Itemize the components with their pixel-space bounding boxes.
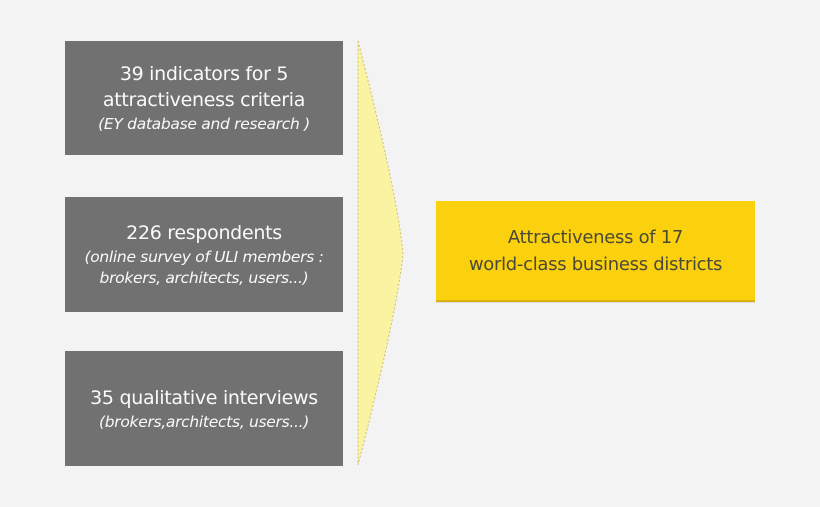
result-box-label: Attractiveness of 17 world-class busines…	[468, 226, 723, 275]
source-box-interviews-title: 35 qualitative interviews	[90, 386, 318, 409]
source-box-indicators-title: 39 indicators for 5 attractiveness crite…	[102, 63, 306, 111]
source-box-respondents-title: 226 respondents	[126, 222, 282, 244]
funnel-arrow-shape	[357, 40, 404, 466]
source-box-interviews: 35 qualitative interviews (brokers,archi…	[65, 351, 343, 466]
source-box-interviews-subtitle: (brokers,architects, users...)	[98, 412, 309, 431]
source-box-indicators-subtitle: (EY database and research )	[98, 115, 310, 133]
source-box-respondents: 226 respondents (online survey of ULI me…	[65, 197, 343, 312]
source-box-indicators: 39 indicators for 5 attractiveness crite…	[65, 41, 343, 155]
source-box-respondents-subtitle: (online survey of ULI members : brokers,…	[84, 248, 324, 287]
result-box: Attractiveness of 17 world-class busines…	[436, 201, 755, 302]
